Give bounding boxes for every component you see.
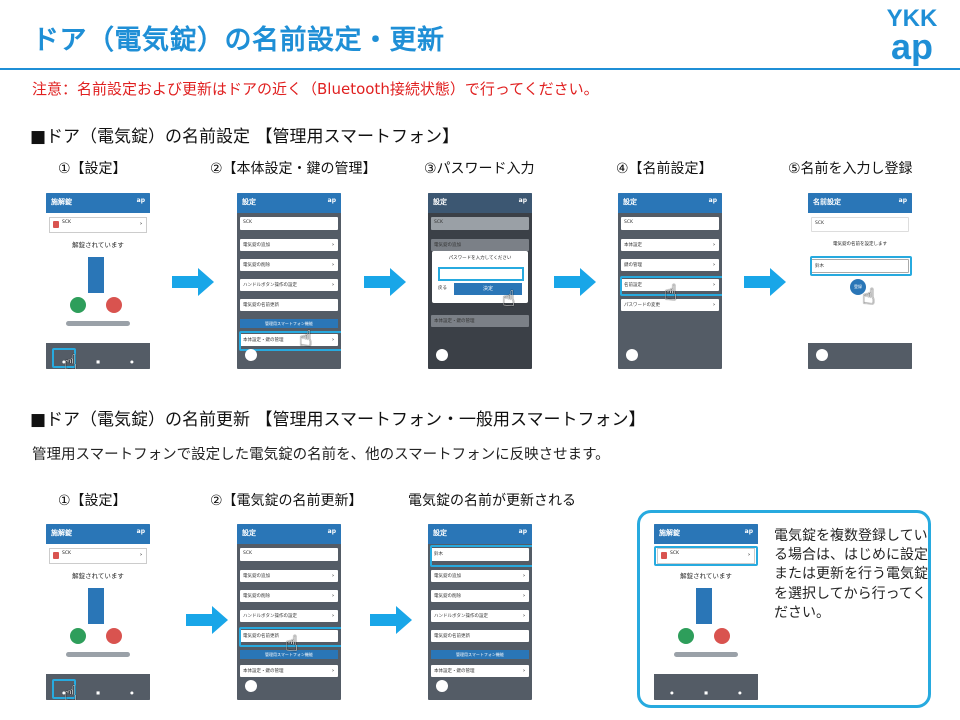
section2-description: 管理用スマートフォンで設定した電気錠の名前を、他のスマートフォンに反映させます。 bbox=[32, 447, 610, 463]
arrow-right-icon bbox=[364, 268, 406, 296]
step-label: 電気錠の名前が更新される bbox=[408, 493, 576, 509]
unlock-icon bbox=[106, 297, 122, 313]
arrow-right-icon bbox=[186, 606, 228, 634]
svg-text:ap: ap bbox=[891, 26, 933, 66]
arrow-right-icon bbox=[744, 268, 786, 296]
hand-pointer-icon: ☝ bbox=[64, 351, 78, 370]
notice-text: 注意：名前設定および更新はドアの近く（Bluetooth接続状態）で行ってくださ… bbox=[32, 80, 599, 98]
step-label: ②【電気錠の名前更新】 bbox=[210, 493, 363, 509]
door-icon bbox=[696, 588, 712, 624]
header-rule bbox=[0, 68, 960, 70]
arrow-right-icon bbox=[172, 268, 214, 296]
step-label: ⑤名前を入力し登録 bbox=[788, 161, 913, 177]
arrow-right-icon bbox=[370, 606, 412, 634]
page-title: ドア（電気錠）の名前設定・更新 bbox=[32, 25, 445, 56]
hand-pointer-icon: ☝ bbox=[64, 682, 78, 701]
step-label: ①【設定】 bbox=[58, 493, 127, 509]
step-label: ④【名前設定】 bbox=[616, 161, 713, 177]
arrow-right-icon bbox=[554, 268, 596, 296]
unlock-icon bbox=[714, 628, 730, 644]
section1-heading: ■ドア（電気錠）の名前設定 【管理用スマートフォン】 bbox=[30, 127, 459, 147]
lock-icon bbox=[70, 628, 86, 644]
hand-pointer-icon: ☝ bbox=[285, 632, 299, 657]
svg-text:YKK: YKK bbox=[887, 5, 938, 32]
callout-box bbox=[637, 510, 931, 708]
door-icon bbox=[88, 588, 104, 624]
step-label: ②【本体設定・鍵の管理】 bbox=[210, 161, 377, 177]
section2-heading: ■ドア（電気錠）の名前更新 【管理用スマートフォン・一般用スマートフォン】 bbox=[30, 410, 646, 430]
lock-icon bbox=[678, 628, 694, 644]
ykk-ap-logo: YKK ap bbox=[887, 5, 938, 66]
door-icon bbox=[88, 257, 104, 293]
unlock-icon bbox=[106, 628, 122, 644]
step-label: ①【設定】 bbox=[58, 161, 127, 177]
lock-icon bbox=[70, 297, 86, 313]
hand-pointer-icon: ☝ bbox=[299, 327, 313, 352]
hand-pointer-icon: ☝ bbox=[664, 281, 678, 306]
callout-text: 電気錠を複数登録している場合は、はじめに設定または更新を行う電気錠を選択してから… bbox=[774, 528, 928, 621]
hand-pointer-icon: ☝ bbox=[502, 287, 516, 312]
step-label: ③パスワード入力 bbox=[424, 161, 535, 177]
hand-pointer-icon: ☝ bbox=[862, 285, 876, 310]
